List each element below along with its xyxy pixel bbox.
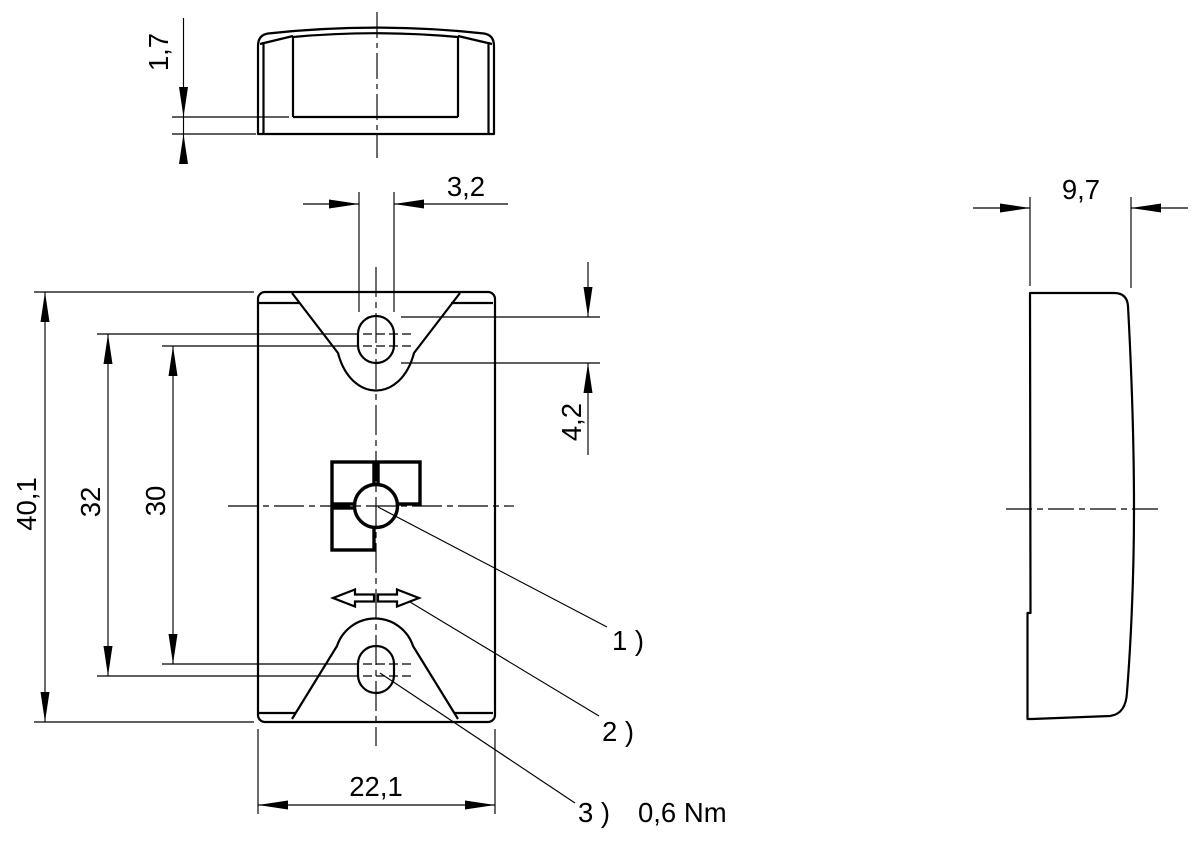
dim-text-40-1: 40,1 <box>11 477 42 531</box>
bottom-dome-boss <box>291 617 459 720</box>
arrowhead <box>40 292 50 322</box>
dimension-overall-height: 40,1 <box>11 291 254 723</box>
dim-text-32: 32 <box>75 487 106 518</box>
arrowhead <box>168 346 178 376</box>
direction-arrow-right <box>376 587 423 609</box>
dim-text-30: 30 <box>140 486 171 517</box>
leader-line-1 <box>377 506 608 628</box>
dim-text-4-2: 4,2 <box>556 403 587 441</box>
arrowhead <box>1131 203 1161 213</box>
top-view-right-chamfer <box>457 34 493 46</box>
top-view-inner-arc <box>292 32 459 39</box>
arrowhead <box>179 87 188 117</box>
arrowhead <box>465 800 495 810</box>
arrowhead <box>1000 203 1030 213</box>
callout-3-torque-value: 0,6 Nm <box>638 797 727 828</box>
callout-1-label: 1 ) <box>612 625 644 656</box>
side-view <box>1006 291 1160 721</box>
dimension-body-width: 22,1 <box>257 729 496 814</box>
callout-2-label: 2 ) <box>602 716 634 747</box>
arrowhead <box>168 634 178 664</box>
arrowhead <box>394 199 424 209</box>
dimension-hole-center-distance: 30 <box>140 345 350 665</box>
callouts: 1 ) 2 ) 3 ) 0,6 Nm <box>377 506 727 828</box>
dimension-cap-height: 1,7 <box>143 18 289 164</box>
arrowhead <box>179 134 188 164</box>
arrowhead <box>40 692 50 722</box>
top-view-left-chamfer <box>259 34 294 46</box>
arrowhead <box>258 800 288 810</box>
top-view <box>256 12 496 158</box>
dim-text-3-2: 3,2 <box>447 171 485 202</box>
dimension-slot-height: 4,2 <box>401 262 600 455</box>
dim-text-9-7: 9,7 <box>1062 174 1100 205</box>
top-funnel-recess <box>291 292 461 392</box>
leader-line-3 <box>379 672 576 804</box>
side-view-outline <box>1026 291 1136 721</box>
dimension-depth: 9,7 <box>973 174 1188 288</box>
arrowhead <box>329 199 359 209</box>
dim-text-22-1: 22,1 <box>349 771 403 802</box>
dimension-slot-width: 3,2 <box>303 171 508 312</box>
arrowhead <box>103 334 113 364</box>
direction-arrow-left <box>329 587 376 609</box>
top-view-outline <box>256 26 496 136</box>
callout-3-label: 3 ) <box>578 797 610 828</box>
arrowhead <box>583 363 593 393</box>
dim-text-1-7: 1,7 <box>143 33 174 71</box>
arrowhead <box>103 646 113 676</box>
arrowhead <box>583 287 593 317</box>
leader-line-2 <box>409 601 600 717</box>
front-view <box>228 267 514 746</box>
dimension-outer-slot-span: 32 <box>75 333 350 677</box>
